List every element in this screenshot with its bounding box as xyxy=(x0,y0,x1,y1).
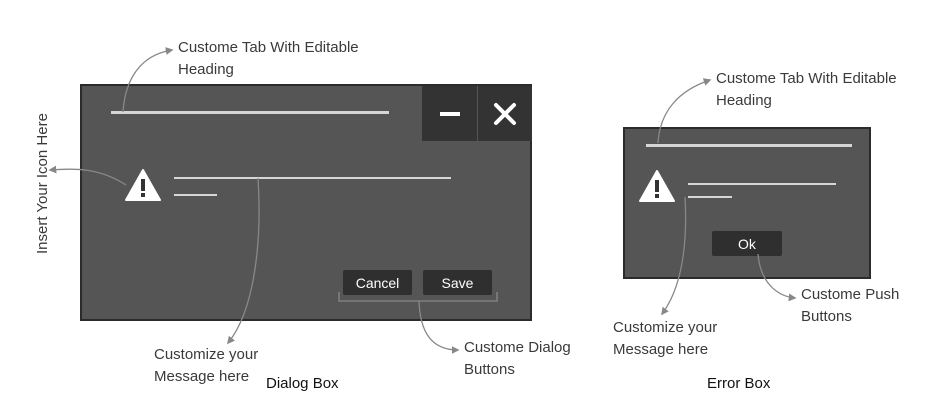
dialog-box-caption: Dialog Box xyxy=(266,375,339,392)
minimize-icon xyxy=(439,111,460,116)
warning-icon xyxy=(125,169,161,201)
error-message-callout: Customize your Message here xyxy=(613,319,718,358)
error-box: Ok xyxy=(623,127,871,279)
push-buttons-callout: Custome Push Buttons xyxy=(801,286,900,325)
dialog-message-line-short xyxy=(174,194,217,196)
close-button[interactable] xyxy=(478,86,532,141)
ok-button[interactable]: Ok xyxy=(712,231,782,256)
error-heading-callout: Custome Tab With Editable Heading xyxy=(716,70,897,109)
dialog-message-callout: Customize your Message here xyxy=(154,346,259,385)
minimize-button[interactable] xyxy=(422,86,477,141)
save-button[interactable]: Save xyxy=(423,270,492,295)
error-box-caption: Error Box xyxy=(707,375,771,392)
dialog-heading-placeholder xyxy=(111,111,389,114)
dialog-box: Cancel Save xyxy=(80,84,532,321)
warning-icon xyxy=(639,170,675,202)
close-icon xyxy=(494,102,516,125)
icon-hint-callout: Insert Your Icon Here xyxy=(34,113,51,254)
dialog-heading-callout: Custome Tab With Editable Heading xyxy=(178,39,359,78)
cancel-button[interactable]: Cancel xyxy=(343,270,412,295)
error-message-line-short xyxy=(688,196,732,198)
dialog-message-line xyxy=(174,177,451,179)
error-heading-placeholder xyxy=(646,144,852,147)
error-message-line xyxy=(688,183,836,185)
dialog-buttons-callout: Custome Dialog Buttons xyxy=(464,339,571,378)
